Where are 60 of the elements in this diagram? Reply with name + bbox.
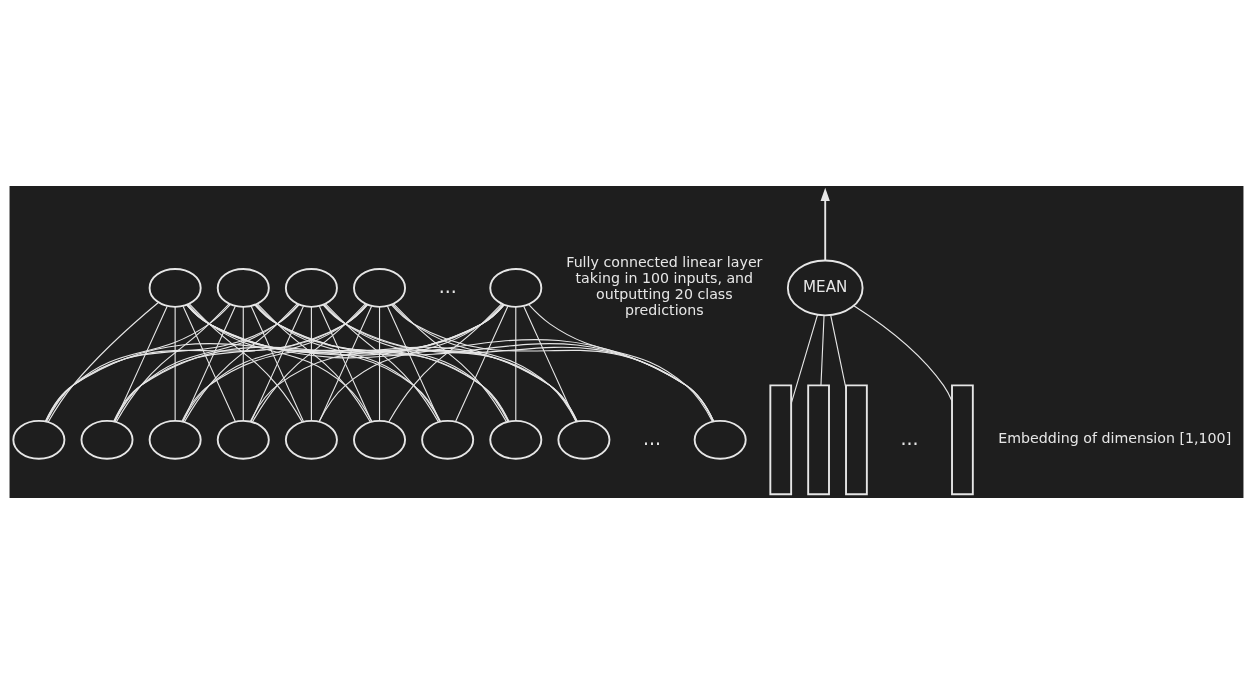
node-circle — [148, 267, 202, 308]
connector — [318, 305, 373, 422]
node-circle — [353, 267, 407, 308]
connector — [174, 305, 176, 421]
node-circle — [489, 419, 543, 460]
connector — [113, 304, 505, 422]
connector — [790, 313, 819, 404]
connector — [182, 305, 236, 422]
connector — [391, 303, 577, 422]
connector — [378, 305, 381, 421]
label: Fully connected linear layer taking in 100 inputs, and outputting 20 class predictions — [566, 253, 763, 318]
node-circle — [557, 419, 611, 460]
connector — [325, 303, 439, 422]
connector — [391, 303, 714, 422]
label: Embedding of dimension [1,100] — [998, 429, 1232, 446]
label: ... — [900, 426, 919, 449]
node-circle — [284, 419, 338, 460]
connector — [186, 303, 442, 422]
connector — [523, 305, 577, 422]
connector — [323, 303, 578, 422]
node-circle — [216, 419, 270, 460]
connector — [515, 305, 517, 421]
connector — [45, 303, 369, 422]
node-circle — [284, 267, 338, 308]
node-circle — [216, 267, 270, 308]
node-circle — [693, 419, 747, 460]
node-bar — [951, 383, 974, 495]
connector — [820, 314, 825, 386]
node-circle — [148, 419, 202, 460]
connector — [46, 303, 231, 422]
connector — [386, 305, 441, 422]
node-circle — [489, 267, 543, 308]
node-circle — [353, 419, 407, 460]
node-circle — [421, 419, 475, 460]
connector — [114, 303, 300, 422]
connector — [322, 304, 715, 422]
node-circle — [80, 419, 134, 460]
connector — [528, 303, 714, 422]
connector — [250, 305, 305, 422]
connector — [454, 305, 509, 422]
connector — [254, 303, 578, 422]
connector — [853, 304, 953, 402]
connector — [830, 314, 847, 389]
connector — [44, 303, 505, 422]
node-bar — [807, 383, 830, 495]
label: ... — [643, 426, 662, 449]
node-ellipse: MEAN — [786, 259, 864, 316]
connector — [255, 303, 441, 422]
node-circle — [12, 419, 66, 460]
connector — [113, 303, 368, 422]
connector — [242, 305, 244, 421]
node-bar — [769, 383, 793, 495]
connector — [45, 303, 300, 422]
node-bar — [845, 383, 868, 495]
connector — [115, 303, 230, 422]
connector — [47, 301, 159, 423]
connector — [186, 304, 578, 422]
arrow — [820, 187, 830, 261]
label: ... — [438, 274, 457, 297]
connector — [310, 305, 312, 421]
